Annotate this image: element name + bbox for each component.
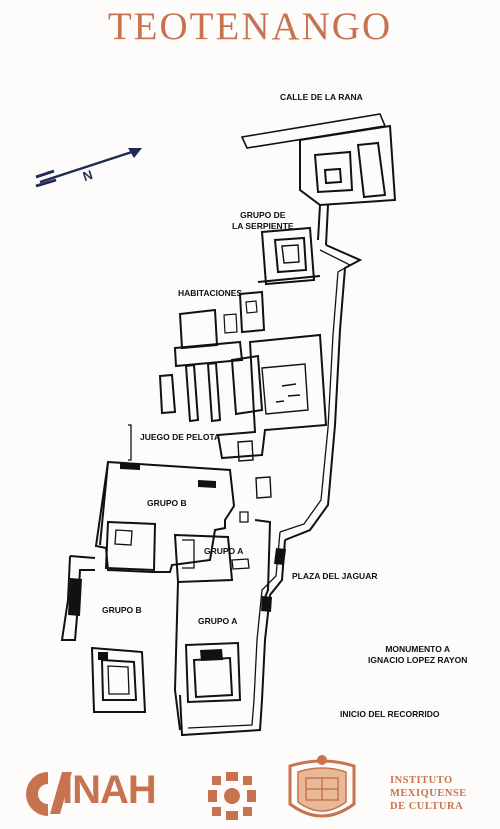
- label-habitaciones: HABITACIONES: [178, 288, 243, 298]
- upper-platform-right: [356, 141, 387, 199]
- central-platform-top: [261, 363, 309, 415]
- grupo-b-upper-west-wall: [99, 461, 109, 546]
- label-inicio-del-recorrido: INICIO DEL RECORRIDO: [340, 709, 440, 719]
- ballcourt-east-bench: [206, 361, 222, 423]
- grupo-b-upper-stair-1: [120, 463, 140, 470]
- serpiente-south-wall: [257, 275, 321, 283]
- grupo-serpiente-core: [281, 244, 300, 264]
- inah-wordmark: INAH: [62, 768, 157, 812]
- grupo-a-lower-pyramid: [192, 656, 234, 699]
- grupo-b-lower-pyramid: [100, 658, 138, 701]
- habitaciones-block: [238, 290, 266, 334]
- upper-platform-left-core: [323, 167, 343, 185]
- grupo-serpiente-platform: [273, 236, 308, 274]
- sun-emblem-icon: [208, 772, 256, 820]
- east-wall-inner: [279, 249, 352, 533]
- label-grupo-serpiente-line-2: LA SERPIENTE: [232, 221, 294, 231]
- habitaciones-room-1: [245, 300, 258, 314]
- north-corridor: [317, 204, 329, 246]
- grupo-a-upper-enclosure: [173, 533, 234, 584]
- jaguar-stair-1: [274, 548, 286, 565]
- jaguar-stair-2: [261, 596, 272, 612]
- grupo-a-upper-annex: [231, 558, 250, 570]
- jaguar-west-wall: [254, 519, 272, 606]
- institute-line-3: DE CULTURA: [390, 801, 464, 812]
- ballcourt-marker: [128, 424, 132, 461]
- grupo-a-lower-west-wall: [173, 581, 181, 731]
- central-platform: [216, 333, 328, 460]
- grupo-a-upper-stair: [182, 539, 195, 569]
- ballcourt-west-bench: [184, 363, 200, 423]
- inah-logo-icon: [26, 772, 72, 816]
- grupo-a-lower-platform: [184, 641, 242, 704]
- habitaciones-room-2: [223, 313, 238, 334]
- state-coat-of-arms-icon: [288, 755, 356, 818]
- ballcourt-outer-west: [158, 373, 177, 415]
- institute-name: INSTITUTO MEXIQUENSE DE CULTURA: [390, 774, 467, 813]
- label-plaza-del-jaguar: PLAZA DEL JAGUAR: [292, 571, 378, 581]
- label-calle-de-la-rana: CALLE DE LA RANA: [280, 92, 363, 102]
- ballcourt-north-range: [173, 340, 244, 368]
- grupo-b-upper-stair-2: [198, 480, 216, 488]
- label-grupo-serpiente-line-1: GRUPO DE: [240, 210, 286, 220]
- upper-platform-left: [313, 150, 354, 194]
- grupo-b-lower-west-wall: [60, 555, 96, 641]
- east-wall-outer: [284, 244, 363, 541]
- label-grupo-a-upper: GRUPO A: [204, 546, 244, 556]
- label-grupo-b-upper: GRUPO B: [147, 498, 187, 508]
- grupo-b-lower-stair: [68, 578, 82, 616]
- grupo-b-lower-core: [107, 665, 130, 695]
- grupo-b-upper-platform: [104, 520, 157, 572]
- label-monumento-line-2: IGNACIO LOPEZ RAYON: [368, 655, 468, 665]
- plaza-jaguar-wall-inner: [187, 531, 281, 729]
- grupo-a-lower-stair: [200, 649, 223, 661]
- label-grupo-b-lower: GRUPO B: [102, 605, 142, 615]
- label-grupo-a-lower: GRUPO A: [198, 616, 238, 626]
- small-altar: [255, 476, 272, 499]
- central-platform-details: [275, 383, 301, 403]
- page-title: TEOTENANGO: [107, 5, 393, 48]
- ballcourt-east-range: [230, 354, 264, 416]
- label-monumento-line-1: MONUMENTO A: [385, 644, 451, 654]
- label-juego-de-pelota: JUEGO DE PELOTA: [140, 432, 221, 442]
- grupo-serpiente-outline: [260, 226, 316, 286]
- grupo-b-upper-platform-core: [114, 529, 133, 546]
- label-grupo-serpiente: GRUPO DE LA SERPIENTE: [232, 210, 294, 232]
- label-monumento: MONUMENTO A IGNACIO LOPEZ RAYON: [368, 644, 467, 666]
- upper-plaza-outline: [299, 124, 397, 207]
- north-arrow-icon: [35, 148, 142, 188]
- plaza-jaguar-wall-outer: [179, 539, 286, 737]
- grupo-b-lower-stair-2: [98, 652, 108, 660]
- institute-line-2: MEXIQUENSE: [390, 788, 467, 799]
- central-small-structure: [237, 440, 254, 462]
- habitaciones-west: [178, 308, 219, 350]
- institute-line-1: INSTITUTO: [390, 775, 453, 786]
- grupo-a-upper-marker: [239, 511, 249, 523]
- grupo-b-lower-platform: [90, 646, 147, 713]
